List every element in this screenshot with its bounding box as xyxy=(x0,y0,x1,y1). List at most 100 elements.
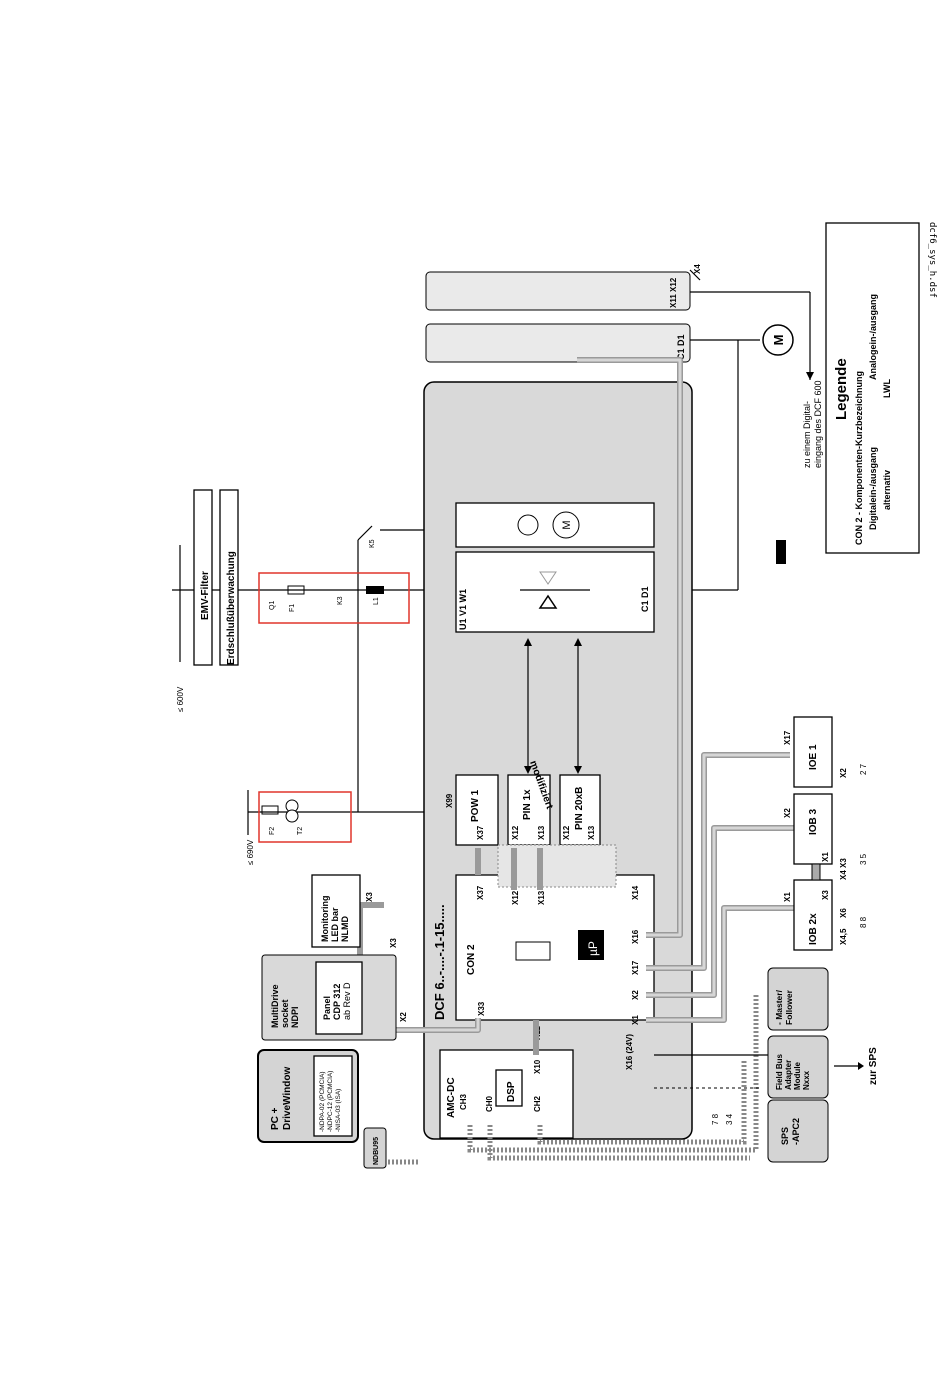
choke-l1 xyxy=(366,586,384,594)
dsp-chip xyxy=(495,1069,523,1107)
ioe1-x2: X2 xyxy=(839,768,848,778)
x13-label: X13 xyxy=(537,825,546,840)
x1-label: X1 xyxy=(631,1015,640,1025)
iob2-signals: 8 8 xyxy=(859,916,868,928)
transformer-t2-b xyxy=(285,809,299,823)
pow1-board xyxy=(455,774,499,846)
iob2-label: IOB 2x xyxy=(808,913,819,945)
x16-label: X16 xyxy=(631,929,640,944)
ch2-label: CH2 xyxy=(533,1095,542,1112)
fiber-ch3 xyxy=(467,995,759,1153)
monitoring-x3: X3 xyxy=(365,892,374,902)
earth-fault-label: Erdschlußüberwachung xyxy=(226,551,237,665)
pin1-arrow-top xyxy=(524,638,532,646)
aux-transformer-highlight xyxy=(258,791,352,843)
converter-title: DCF 6..-....-.1-15..... xyxy=(432,904,447,1020)
q1-label: Q1 xyxy=(269,601,276,610)
ioe1-label: IOE 1 xyxy=(808,744,819,770)
x16-signals: 7 8 xyxy=(711,1113,720,1125)
iob2-x45: X4,5 xyxy=(839,928,848,945)
bridge-input-label: U1 V1 W1 xyxy=(458,589,468,630)
panel-label: PanelCDP 312ab Rev D xyxy=(322,982,352,1020)
x33-label: X33 xyxy=(477,1001,486,1016)
arrow-to-digital-input xyxy=(806,372,814,380)
thyristor-lower-icon xyxy=(538,594,558,609)
x99-label: X99 xyxy=(445,793,454,808)
field-terminals: X11 X12 xyxy=(669,277,678,308)
ch0-label: CH0 xyxy=(485,1095,494,1112)
pin20-label: PIN 20xB xyxy=(574,787,585,830)
x37-label: X37 xyxy=(476,825,485,840)
t2-label: T2 xyxy=(297,827,304,835)
legend-lwl: LWL xyxy=(882,379,892,398)
legend-digital: Digitalein-/ausgang xyxy=(868,447,878,530)
fan-icon xyxy=(517,514,539,536)
ch3-label: CH3 xyxy=(459,1093,468,1110)
iob2-x6: X6 xyxy=(839,908,848,918)
x12-pin20-label: X12 xyxy=(562,825,571,840)
emv-filter-box xyxy=(193,489,213,666)
fiber-ch0 xyxy=(487,1125,750,1161)
x16-24v-label: X16 (24V) xyxy=(625,1034,634,1070)
k5-contact xyxy=(357,525,373,541)
thyristor-bridge-box xyxy=(455,551,655,633)
monitoring-label: MonitoringLED barNLMD xyxy=(320,896,350,943)
sps-label: SPS-APC2 xyxy=(780,1118,801,1145)
legend-analog: Analogein-/ausgang xyxy=(868,294,878,380)
legend-title: Legende xyxy=(833,358,850,420)
ndbu-label: NDBU95 xyxy=(373,1137,380,1165)
x4-contact xyxy=(689,269,701,281)
multidrive-label: MultiDrivesocketNDPI xyxy=(270,984,300,1028)
main-breaker-highlight xyxy=(258,572,410,624)
pin1-label: PIN 1x xyxy=(522,789,533,820)
pc-cards-label: -NDPA-02 (PCMCIA)-NDPC-12 (PCMCIA)-NISA-… xyxy=(319,1071,342,1132)
iob-link xyxy=(811,863,821,881)
x2-label: X2 xyxy=(631,990,640,1000)
legend-alternative: alternativ xyxy=(882,470,892,510)
iob3-signals: 3 5 xyxy=(859,853,868,865)
emv-filter-label: EMV-Filter xyxy=(200,571,211,620)
fuse-f1 xyxy=(287,585,305,595)
thyristor-upper-icon xyxy=(539,571,557,585)
x14-label: X14 xyxy=(631,885,640,900)
seven-segment-display xyxy=(515,941,551,961)
legend-box xyxy=(825,222,920,554)
monitoring-box xyxy=(311,874,361,948)
fiber-ch2 xyxy=(537,1060,747,1145)
panel-box xyxy=(315,961,363,1035)
legend-line1: CON 2 - Komponenten-Kurzbezeichnung xyxy=(854,371,864,545)
x16-signals-b: 3 4 xyxy=(725,1113,734,1125)
x12-lower-label: X12 xyxy=(511,890,520,905)
con2-label: CON 2 xyxy=(466,944,477,975)
armature-box xyxy=(425,323,691,363)
master-follower-box xyxy=(767,967,829,1031)
pin20-arrow-top xyxy=(574,638,582,646)
modification-area xyxy=(497,844,617,888)
x10-label: X10 xyxy=(533,1059,542,1074)
pin20-arrow-bottom xyxy=(574,766,582,774)
dc-motor-icon xyxy=(762,324,794,356)
panel-x2: X2 xyxy=(399,1012,408,1022)
field-box xyxy=(425,271,691,311)
iob2-x1: X1 xyxy=(783,892,792,902)
pin1-arrow-bottom xyxy=(524,766,532,774)
amc-dc-label: AMC-DC xyxy=(446,1077,457,1118)
microprocessor-chip xyxy=(578,930,604,960)
fieldbus-box xyxy=(767,1035,829,1099)
fan-motor-label: M xyxy=(561,520,573,529)
pin1-board xyxy=(507,774,551,846)
microprocessor-label: µP xyxy=(586,941,600,956)
sps-apc2-box xyxy=(767,1099,829,1163)
iob3-x4x3: X4 X3 xyxy=(839,858,848,880)
armature-terminals: C1 D1 xyxy=(676,334,686,360)
con2-board xyxy=(455,874,655,1021)
iob2-x3: X3 xyxy=(821,890,830,900)
x4-label: X4 xyxy=(693,264,702,274)
x12-label: X12 xyxy=(511,825,520,840)
f2-label: F2 xyxy=(269,827,276,835)
ioe1-x17: X17 xyxy=(783,730,792,745)
converter-housing xyxy=(423,381,693,1140)
fieldbus-label: Field BusAdapterModuleNxxx xyxy=(775,1053,811,1090)
ioe1-signals: 2 7 xyxy=(859,763,868,775)
earth-fault-box xyxy=(219,489,239,666)
